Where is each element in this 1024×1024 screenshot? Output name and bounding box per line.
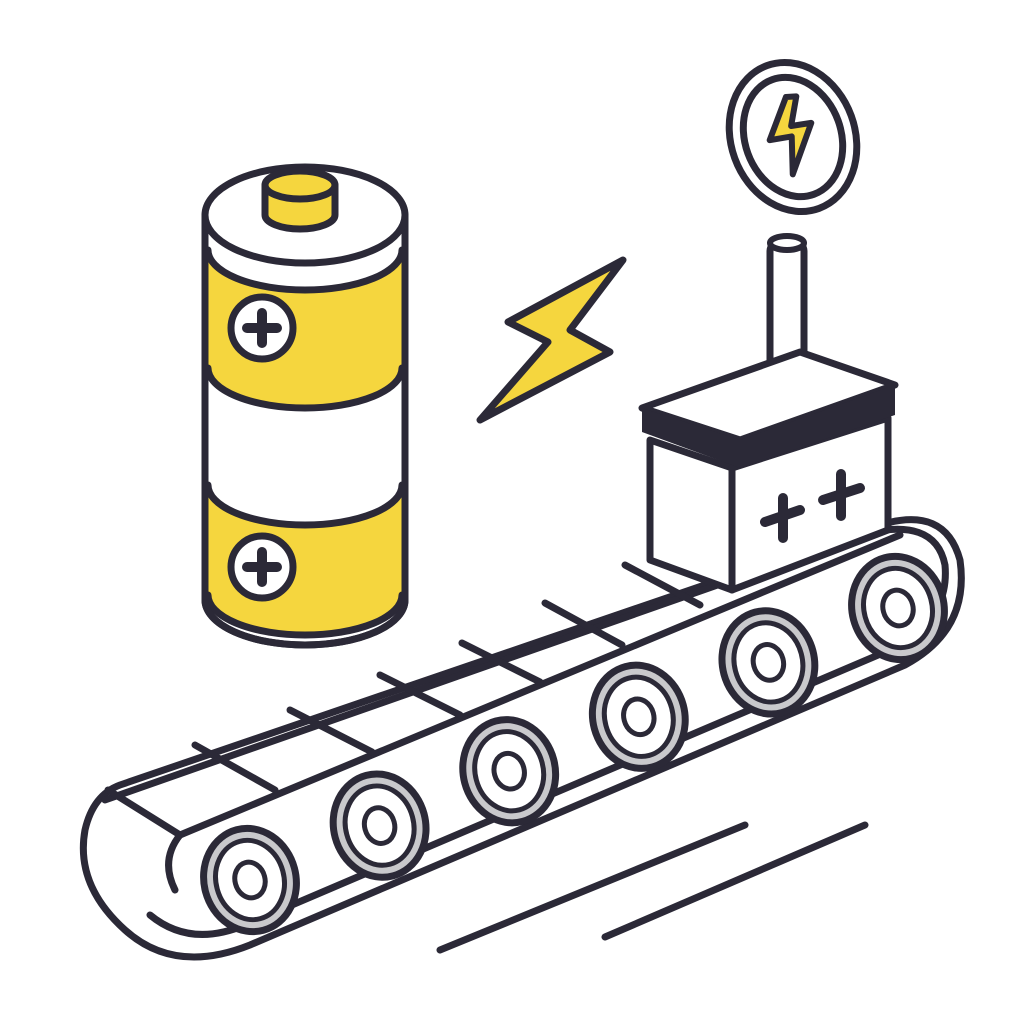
battery-machine-icon <box>638 233 899 594</box>
machine-plus-icons <box>760 469 865 543</box>
energy-coin-icon <box>725 59 861 215</box>
roller <box>588 661 689 772</box>
battery-plus-top <box>227 293 297 363</box>
rollers <box>200 552 948 936</box>
battery-icon <box>201 163 409 649</box>
motion-lines <box>436 821 869 954</box>
roller <box>329 770 430 881</box>
roller <box>200 824 300 936</box>
roller <box>718 607 819 718</box>
conveyor-belt-icon <box>79 516 965 961</box>
coin-lightning-icon <box>766 93 815 178</box>
roller <box>848 552 948 664</box>
roller <box>459 716 560 827</box>
battery-plus-bottom <box>227 532 297 602</box>
lightning-bolt-icon <box>476 256 627 424</box>
belt-slats <box>191 561 704 794</box>
